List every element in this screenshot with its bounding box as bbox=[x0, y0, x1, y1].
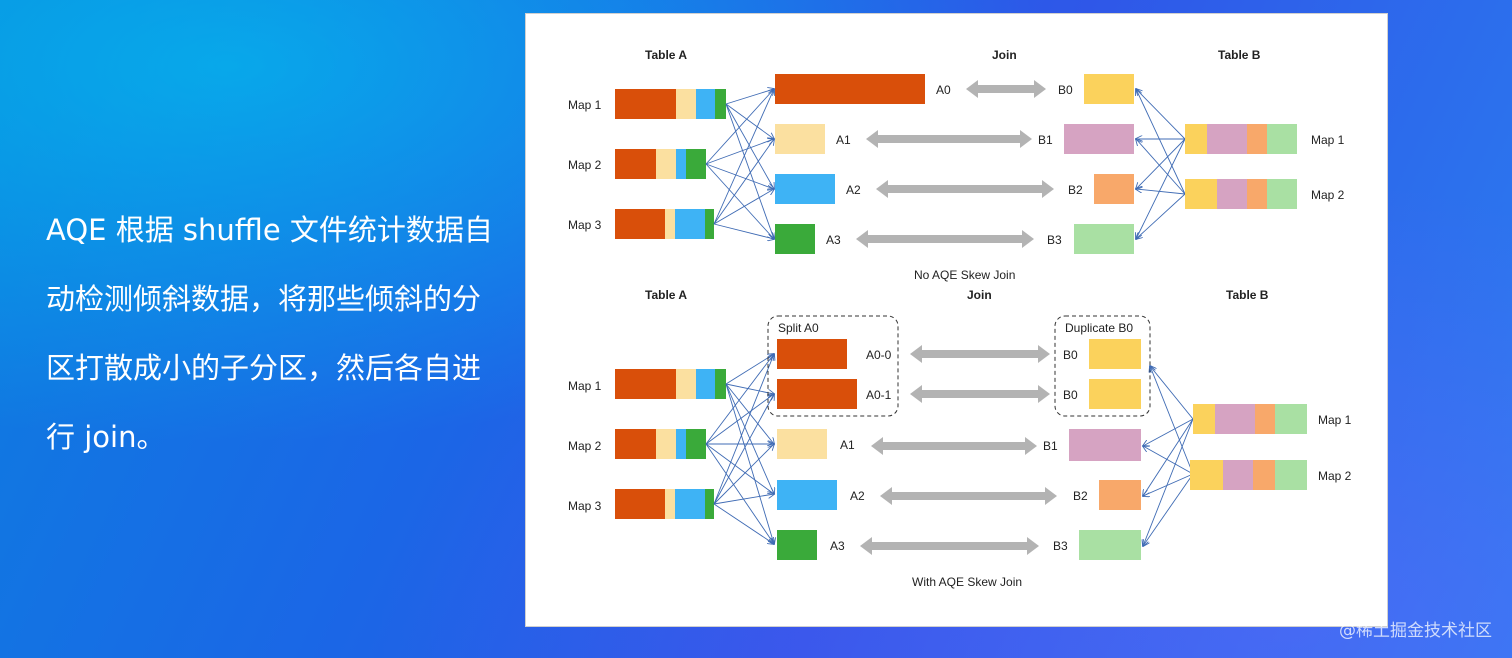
map-label: Map 1 bbox=[1311, 133, 1345, 147]
map-label: Map 2 bbox=[1311, 188, 1345, 202]
top-a-shuffle-lines bbox=[705, 89, 774, 239]
top-partition-a3: A3 bbox=[775, 224, 841, 254]
bottom-map-b-1: Map 1 bbox=[1193, 404, 1352, 434]
watermark-text: @稀土掘金技术社区 bbox=[1339, 621, 1492, 641]
partition-label: A0 bbox=[936, 83, 951, 97]
partition-label: B3 bbox=[1053, 539, 1068, 553]
bottom-partition-a3: A3 bbox=[777, 530, 845, 560]
top-partition-b1: B1 bbox=[1038, 124, 1134, 154]
map-label: Map 1 bbox=[568, 379, 602, 393]
split-a0-label: Split A0 bbox=[778, 321, 819, 335]
map-label: Map 2 bbox=[568, 158, 602, 172]
partition-label: B0 bbox=[1058, 83, 1073, 97]
bottom-table-a-header: Table A bbox=[645, 288, 687, 302]
map-label: Map 3 bbox=[568, 499, 602, 513]
top-map-a-1: Map 1 bbox=[568, 89, 726, 119]
bottom-join-header: Join bbox=[967, 288, 992, 302]
join-arrow bbox=[876, 180, 1054, 198]
top-map-a-2: Map 2 bbox=[568, 149, 706, 179]
partition-label: B1 bbox=[1043, 439, 1058, 453]
map-label: Map 1 bbox=[568, 98, 602, 112]
bottom-map-a-1: Map 1 bbox=[568, 369, 726, 399]
join-arrow bbox=[866, 130, 1032, 148]
join-arrow bbox=[856, 230, 1034, 248]
partition-label: A2 bbox=[846, 183, 861, 197]
top-b-shuffle-lines bbox=[1136, 89, 1186, 239]
bottom-partition-a1: A1 bbox=[777, 429, 855, 459]
top-map-b-1: Map 1 bbox=[1185, 124, 1345, 154]
partition-label: B2 bbox=[1073, 489, 1088, 503]
partition-label: B3 bbox=[1047, 233, 1062, 247]
bottom-map-a-2: Map 2 bbox=[568, 429, 706, 459]
partition-label: B0 bbox=[1063, 388, 1078, 402]
bottom-partition-b3: B3 bbox=[1053, 530, 1141, 560]
join-arrow bbox=[910, 345, 1050, 363]
partition-label: A2 bbox=[850, 489, 865, 503]
diagram-panel: Table A Join Table B Map 1 Map 2 Map 3 bbox=[525, 13, 1388, 627]
duplicate-b0-group: Duplicate B0 B0 B0 bbox=[1054, 315, 1151, 417]
top-partition-b2: B2 bbox=[1068, 174, 1134, 204]
partition-label: A3 bbox=[826, 233, 841, 247]
partition-label: B1 bbox=[1038, 133, 1053, 147]
partition-b0-dup-1-bar bbox=[1089, 339, 1141, 369]
map-label: Map 1 bbox=[1318, 413, 1352, 427]
bottom-partition-a2: A2 bbox=[777, 480, 865, 510]
bottom-partition-b2: B2 bbox=[1073, 480, 1141, 510]
top-join-arrows bbox=[856, 80, 1054, 248]
map-label: Map 2 bbox=[1318, 469, 1352, 483]
join-arrow bbox=[910, 385, 1050, 403]
partition-label: A3 bbox=[830, 539, 845, 553]
join-arrow bbox=[880, 487, 1057, 505]
bottom-a-shuffle-lines bbox=[705, 354, 774, 544]
bottom-map-a-3: Map 3 bbox=[568, 489, 714, 519]
partition-label: A1 bbox=[840, 438, 855, 452]
partition-b0-dup-2-bar bbox=[1089, 379, 1141, 409]
top-caption: No AQE Skew Join bbox=[914, 268, 1015, 282]
split-a0-group: Split A0 A0-0 A0-1 bbox=[767, 315, 899, 417]
top-partition-a2: A2 bbox=[775, 174, 861, 204]
aqe-skew-join-diagram: Table A Join Table B Map 1 Map 2 Map 3 bbox=[568, 48, 1352, 589]
bottom-join-arrows bbox=[860, 345, 1057, 555]
duplicate-b0-label: Duplicate B0 bbox=[1065, 321, 1133, 335]
bottom-caption: With AQE Skew Join bbox=[912, 575, 1022, 589]
partition-label: B0 bbox=[1063, 348, 1078, 362]
partition-a0-0-bar bbox=[777, 339, 847, 369]
description-text: AQE 根据 shuffle 文件统计数据自动检测倾斜数据，将那些倾斜的分区打散… bbox=[46, 213, 493, 454]
top-partition-a1: A1 bbox=[775, 124, 851, 154]
partition-label: B2 bbox=[1068, 183, 1083, 197]
top-table-a-header: Table A bbox=[645, 48, 687, 62]
partition-label: A0-1 bbox=[866, 388, 892, 402]
bottom-b-shuffle-lines bbox=[1143, 366, 1194, 546]
partition-label: A1 bbox=[836, 133, 851, 147]
top-map-a-3: Map 3 bbox=[568, 209, 714, 239]
join-arrow bbox=[871, 437, 1037, 455]
join-arrow bbox=[966, 80, 1046, 98]
top-partition-a0: A0 bbox=[775, 74, 951, 104]
bottom-partition-b1: B1 bbox=[1043, 429, 1141, 461]
top-join-header: Join bbox=[992, 48, 1017, 62]
bottom-map-b-2: Map 2 bbox=[1190, 460, 1352, 490]
top-map-b-2: Map 2 bbox=[1185, 179, 1345, 209]
partition-label: A0-0 bbox=[866, 348, 892, 362]
top-partition-b3: B3 bbox=[1047, 224, 1134, 254]
bottom-table-b-header: Table B bbox=[1226, 288, 1269, 302]
map-label: Map 3 bbox=[568, 218, 602, 232]
partition-a0-1-bar bbox=[777, 379, 857, 409]
top-partition-b0: B0 bbox=[1058, 74, 1134, 104]
map-label: Map 2 bbox=[568, 439, 602, 453]
top-table-b-header: Table B bbox=[1218, 48, 1261, 62]
join-arrow bbox=[860, 537, 1039, 555]
